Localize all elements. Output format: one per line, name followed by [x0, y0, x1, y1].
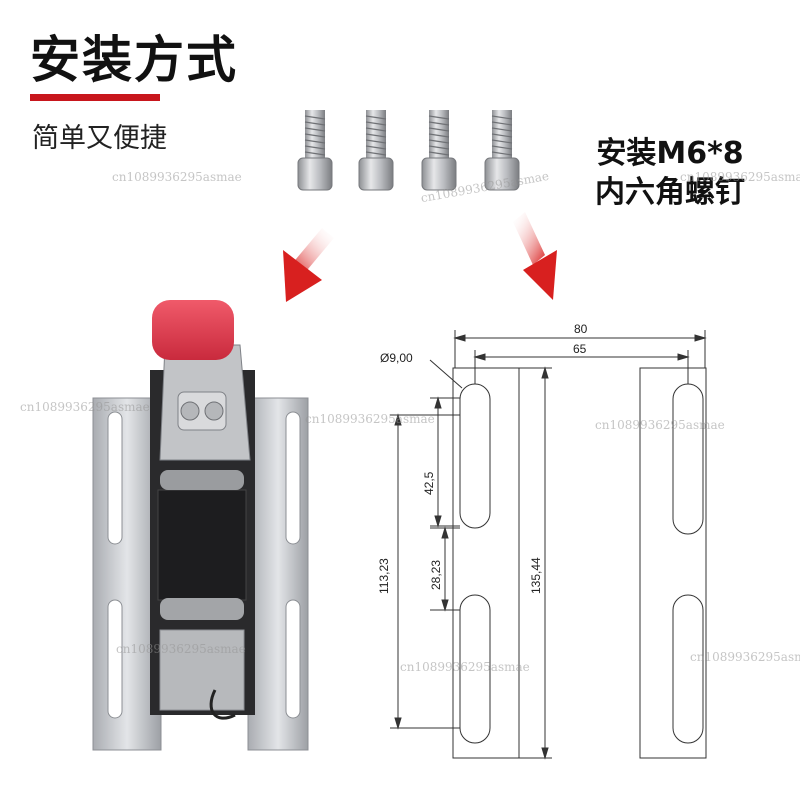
- drawing-slot-top-left: [459, 383, 491, 529]
- arrow-right-icon: [513, 212, 557, 300]
- drawing-slot-top-right: [672, 383, 704, 535]
- watermark-5: cn1089936295asmae: [305, 412, 435, 426]
- watermark-9: cn1089936295asmae: [690, 650, 800, 664]
- bracket-product: [92, 300, 309, 751]
- page-title: 安装方式: [30, 31, 238, 89]
- screw-note-line2: 内六角螺钉: [595, 175, 745, 210]
- technical-drawing: [390, 330, 707, 760]
- dim-width-outer: 80: [574, 322, 588, 336]
- dim-slot-length: 42,5: [422, 471, 436, 495]
- dim-width-inner: 65: [573, 342, 587, 356]
- dimension-labels: Ø9,00 80 65 42,5 28,23 113,23 135,44: [377, 322, 588, 594]
- screw-note-line1: 安装M6*8: [596, 136, 744, 171]
- screw-4: [484, 110, 520, 191]
- screw-3: [421, 110, 457, 191]
- dim-diameter: Ø9,00: [380, 351, 413, 365]
- watermark-8: cn1089936295asmae: [400, 660, 530, 674]
- watermark-3: cn1089936295asmae: [680, 170, 800, 184]
- watermark-1: cn1089936295asmae: [112, 170, 242, 184]
- drawing-slot-bottom-left: [459, 594, 491, 744]
- watermark-7: cn1089936295asmae: [116, 642, 246, 656]
- drawing-right-plate: [639, 367, 707, 759]
- screw-note: 安装M6*8 内六角螺钉: [560, 134, 780, 212]
- drawing-left-plate: [452, 367, 520, 759]
- dim-span-inner: 113,23: [377, 558, 391, 594]
- dim-slot-gap: 28,23: [429, 560, 443, 590]
- screw-2: [358, 110, 394, 191]
- page-subtitle: 简单又便捷: [32, 123, 167, 154]
- drawing-slot-bottom-right: [672, 594, 704, 744]
- title-underline: [30, 94, 160, 101]
- screw-1: [297, 110, 333, 191]
- dim-span-outer: 135,44: [529, 557, 543, 594]
- watermark-6: cn1089936295asmae: [595, 418, 725, 432]
- arrow-left-icon: [283, 228, 334, 302]
- watermark-4: cn1089936295asmae: [20, 400, 150, 414]
